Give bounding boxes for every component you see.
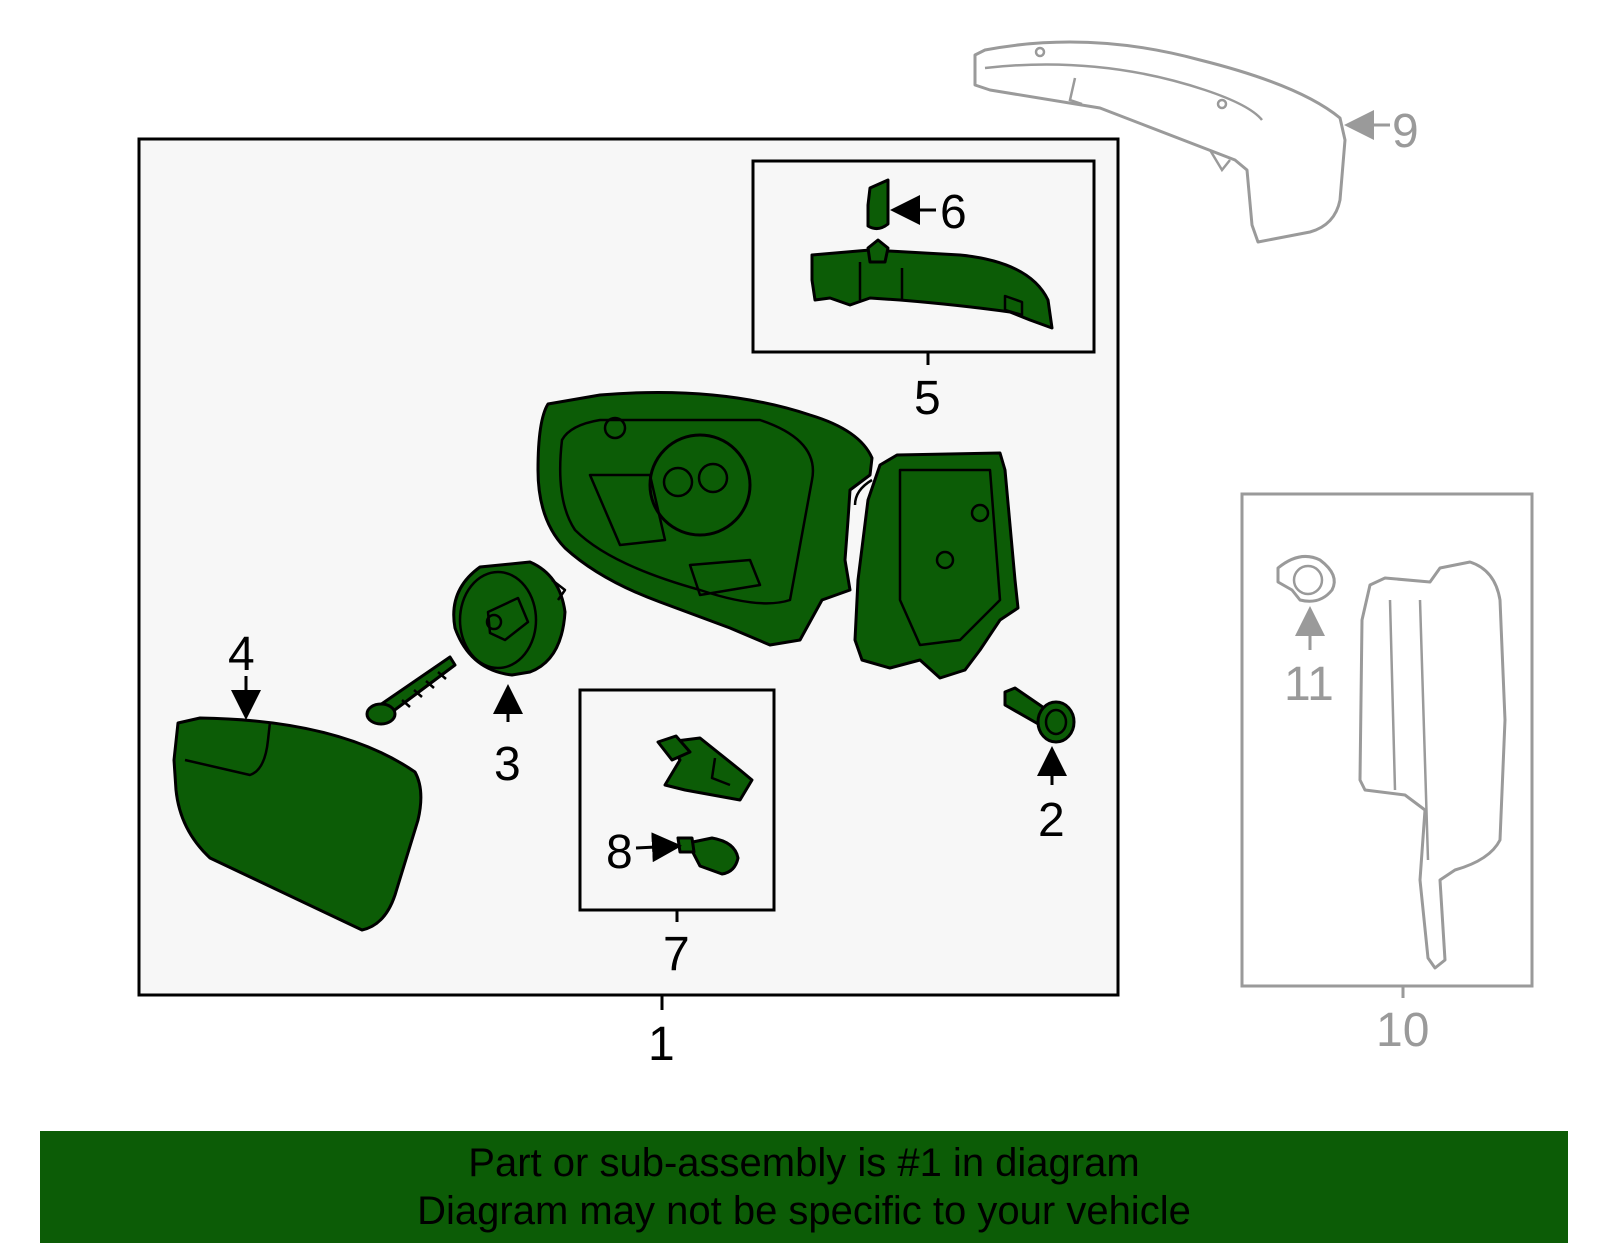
callout-7: 7 (663, 928, 690, 981)
callout-4: 4 (228, 628, 255, 681)
part-2-bolt (1003, 686, 1076, 744)
callout-10: 10 (1376, 1004, 1429, 1057)
part-8-bulb (676, 836, 740, 876)
part-9-cover (973, 40, 1347, 244)
info-banner: Part or sub-assembly is #1 in diagram Di… (40, 1131, 1568, 1243)
subassembly-5-box (751, 159, 1096, 354)
part-11-clip (1276, 554, 1336, 603)
banner-line-1: Part or sub-assembly is #1 in diagram (468, 1141, 1140, 1185)
part-3-motor (452, 560, 567, 677)
subassembly-10-box (1240, 492, 1534, 988)
part-4-mirror-glass (172, 716, 423, 932)
callout-6: 6 (940, 186, 967, 239)
part-10-lamp-lens (1358, 560, 1507, 970)
banner-line-2: Diagram may not be specific to your vehi… (417, 1189, 1191, 1233)
part-6-clip (866, 178, 890, 231)
callout-1: 1 (648, 1018, 675, 1071)
callout-5: 5 (914, 372, 941, 425)
callout-2: 2 (1038, 794, 1065, 847)
callout-3: 3 (494, 738, 521, 791)
mirror-housing (536, 391, 1020, 680)
callout-11: 11 (1284, 658, 1334, 711)
callout-8: 8 (606, 826, 633, 879)
callout-9: 9 (1392, 105, 1419, 158)
screw (365, 655, 457, 726)
part-7-socket (656, 734, 754, 802)
part-5-lamp-assembly (810, 238, 1054, 330)
